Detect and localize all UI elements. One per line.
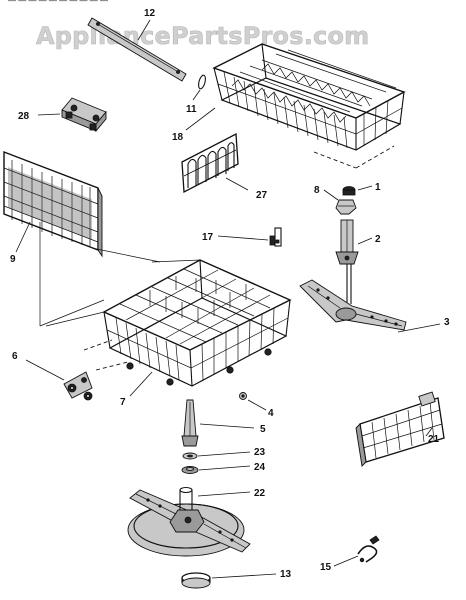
- part-27-cup-shelf[interactable]: [181, 132, 239, 194]
- callout-18: 18: [172, 132, 184, 143]
- callout-28: 28: [18, 111, 30, 122]
- leader-23: [197, 451, 251, 457]
- part-24-ring[interactable]: [181, 466, 199, 474]
- part-17-clip[interactable]: [269, 227, 282, 247]
- callout-8: 8: [314, 185, 320, 196]
- callout-6: 6: [12, 351, 18, 362]
- part-5-lower-spray-tube[interactable]: [181, 399, 199, 447]
- part-13-ring-seal[interactable]: [181, 572, 211, 589]
- leader-15: [333, 555, 359, 567]
- part-12-rack-rail[interactable]: [87, 17, 187, 82]
- part-9-silverware-basket[interactable]: [3, 150, 103, 258]
- watermark-text: AppliancePartsPros.com: [36, 22, 369, 50]
- callout-7: 7: [120, 397, 126, 408]
- callout-11: 11: [186, 104, 197, 115]
- part-2-spray-tube[interactable]: [335, 219, 359, 304]
- leader-9: [15, 221, 31, 253]
- callout-17: 17: [202, 232, 214, 243]
- part-11-clip[interactable]: [197, 74, 206, 90]
- leader-24: [198, 465, 251, 471]
- part-3-spray-arm[interactable]: [299, 279, 407, 331]
- callout-23: 23: [254, 447, 266, 458]
- callout-24: 24: [254, 462, 266, 473]
- callout-1: 1: [375, 182, 381, 193]
- callout-22: 22: [254, 488, 266, 499]
- leader-3: [397, 323, 441, 333]
- part-15-wire-clip[interactable]: [357, 535, 380, 563]
- leader-17: [217, 235, 269, 241]
- leader-18: [185, 107, 216, 131]
- callout-3: 3: [444, 317, 450, 328]
- leader-5: [199, 423, 255, 429]
- part-4-nut[interactable]: [239, 392, 247, 400]
- part-21-basket-lid[interactable]: [355, 391, 445, 467]
- callout-12: 12: [144, 8, 156, 19]
- callout-27: 27: [256, 190, 268, 201]
- leader-13: [211, 573, 277, 579]
- callout-5: 5: [260, 424, 266, 435]
- part-7-lower-rack[interactable]: [45, 259, 292, 387]
- leader-2: [357, 237, 373, 245]
- leader-27: [225, 177, 249, 191]
- part-8-nozzle[interactable]: [335, 199, 357, 215]
- clipped-header-text: — — — — — — — — — —: [8, 0, 108, 5]
- callout-4: 4: [268, 408, 274, 419]
- leader-8: [323, 189, 339, 201]
- part-22-lower-spray-arm[interactable]: [127, 486, 251, 557]
- leader-22: [197, 491, 251, 497]
- callout-2: 2: [375, 234, 381, 245]
- assembly-line-basket-3: [91, 247, 161, 263]
- part-18-upper-rack[interactable]: [212, 43, 406, 169]
- callout-13: 13: [280, 569, 292, 580]
- leader-6: [25, 359, 65, 381]
- leader-1: [357, 185, 373, 191]
- leader-28: [37, 113, 61, 116]
- leader-12: [137, 19, 151, 41]
- part-28-bracket[interactable]: [61, 97, 107, 133]
- leader-11: [192, 89, 201, 101]
- callout-21: 21: [428, 434, 440, 445]
- callout-15: 15: [320, 562, 332, 573]
- part-6-wheel-assembly[interactable]: [63, 371, 93, 401]
- assembly-line-basket-2: [39, 299, 105, 327]
- leader-21: [425, 427, 433, 437]
- leader-7: [129, 371, 153, 397]
- part-23-washer[interactable]: [182, 452, 198, 460]
- callout-9: 9: [10, 254, 16, 265]
- leader-4: [247, 399, 267, 411]
- part-1-cap[interactable]: [342, 186, 356, 196]
